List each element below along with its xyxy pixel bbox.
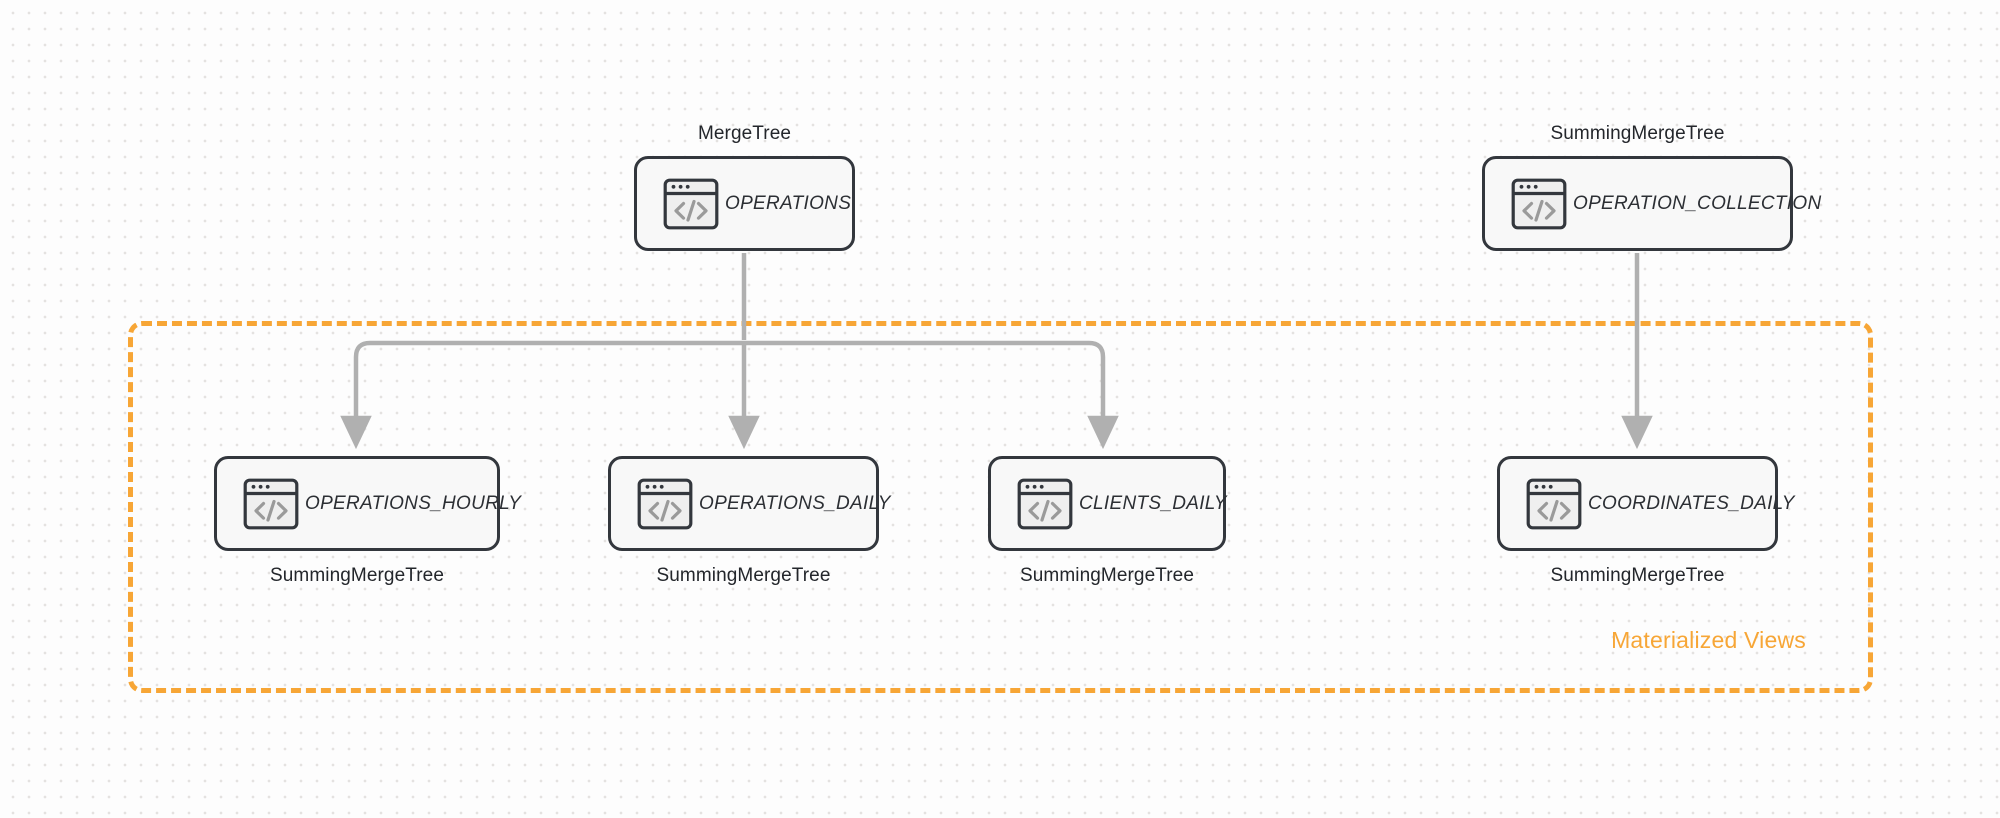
node-operation_collection[interactable]: OPERATION_COLLECTION — [1482, 156, 1821, 251]
node-clients_daily[interactable]: CLIENTS_DAILY — [988, 456, 1227, 551]
engine-label-operations_daily: SummingMergeTree — [656, 565, 831, 586]
node-label-operations_daily: OPERATIONS_DAILY — [699, 492, 891, 514]
code-window-icon — [243, 478, 299, 530]
node-coordinates_daily[interactable]: COORDINATES_DAILY — [1497, 456, 1794, 551]
materialized-views-label: Materialized Views — [1611, 627, 1806, 653]
code-window-icon — [663, 178, 719, 230]
node-label-operation_collection: OPERATION_COLLECTION — [1573, 192, 1822, 214]
code-window-icon — [637, 478, 693, 530]
materialized-views-group: Materialized Views — [128, 321, 1873, 693]
engine-label-operations: MergeTree — [697, 123, 792, 144]
node-label-operations: OPERATIONS — [725, 192, 852, 214]
engine-label-operation_collection: SummingMergeTree — [1550, 123, 1725, 144]
node-operations_daily[interactable]: OPERATIONS_DAILY — [608, 456, 890, 551]
node-label-coordinates_daily: COORDINATES_DAILY — [1588, 492, 1795, 514]
engine-label-operations_hourly: SummingMergeTree — [269, 565, 445, 586]
code-window-icon — [1017, 478, 1073, 530]
node-operations[interactable]: OPERATIONS — [634, 156, 855, 251]
code-window-icon — [1526, 478, 1582, 530]
engine-label-clients_daily: SummingMergeTree — [1019, 565, 1195, 586]
code-window-icon — [1511, 178, 1567, 230]
node-label-clients_daily: CLIENTS_DAILY — [1079, 492, 1227, 514]
engine-label-coordinates_daily: SummingMergeTree — [1550, 565, 1725, 586]
node-label-operations_hourly: OPERATIONS_HOURLY — [305, 492, 522, 514]
node-operations_hourly[interactable]: OPERATIONS_HOURLY — [214, 456, 521, 551]
